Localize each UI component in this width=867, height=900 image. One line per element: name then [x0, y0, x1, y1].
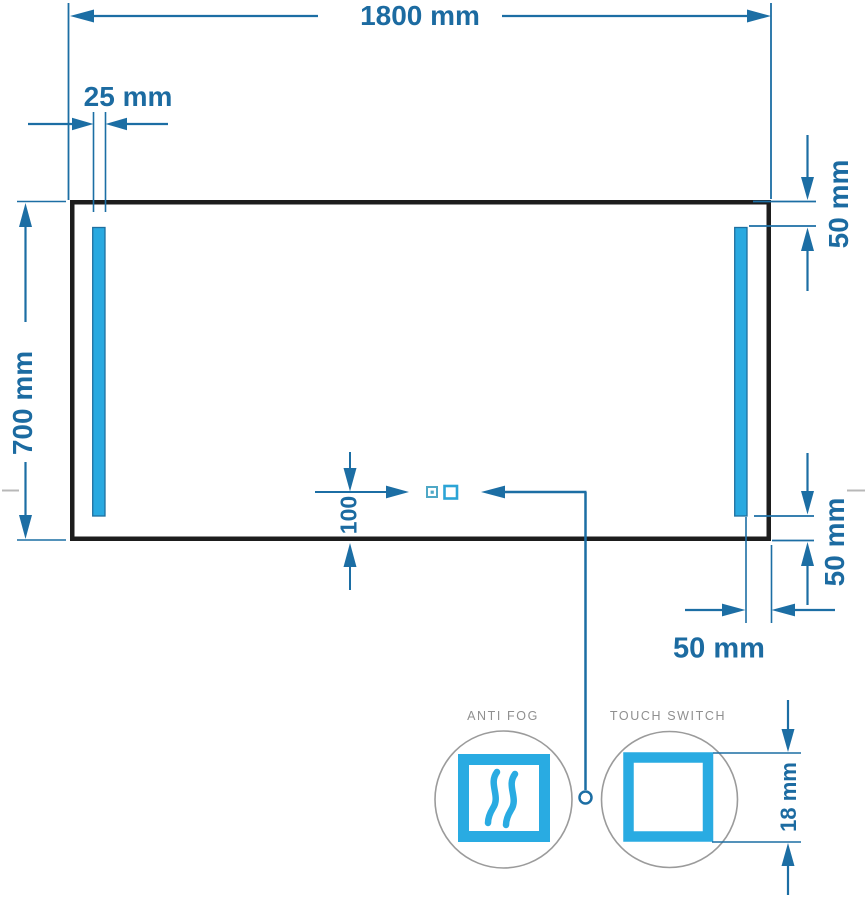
dim-label-mirror-height: 700 mm: [7, 350, 38, 456]
leader-endpoint-circle: [578, 790, 593, 805]
mirror-outline: [70, 200, 771, 541]
dim-switch-size-18: [712, 700, 801, 895]
steam-waves-icon: [484, 768, 519, 829]
anti-fog-sensor-indicator: [426, 486, 438, 498]
touch-switch-caption: TOUCH SWITCH: [609, 708, 727, 723]
dim-led-width-25: [28, 112, 168, 212]
dim-label-switch-size: 18 mm: [776, 762, 801, 832]
dim-label-mirror-width: 1800 mm: [360, 0, 480, 31]
dim-label-top-inset: 50 mm: [823, 159, 854, 249]
dim-height-700: [17, 200, 66, 541]
dim-sensor-offset-100: [315, 452, 409, 590]
touch-switch-sensor-indicator: [443, 484, 459, 500]
dim-top-inset-50: [749, 135, 816, 291]
dim-label-led-width: 25 mm: [83, 81, 173, 112]
dim-bottom-inset-50: [754, 453, 814, 605]
dim-side-inset-50: [685, 517, 835, 623]
dim-label-side-inset: 50 mm: [673, 632, 765, 665]
led-strip-right: [734, 226, 748, 517]
touch-switch-icon: [600, 730, 739, 869]
led-strip-left: [92, 226, 106, 517]
dim-width-1800: [67, 3, 772, 200]
anti-fog-icon: [434, 730, 573, 869]
sensor-leader-line: [481, 485, 593, 805]
anti-fog-caption: ANTI FOG: [467, 708, 539, 723]
dim-label-sensor-offset: 100: [335, 495, 362, 535]
dim-label-bottom-inset: 50 mm: [819, 497, 850, 587]
